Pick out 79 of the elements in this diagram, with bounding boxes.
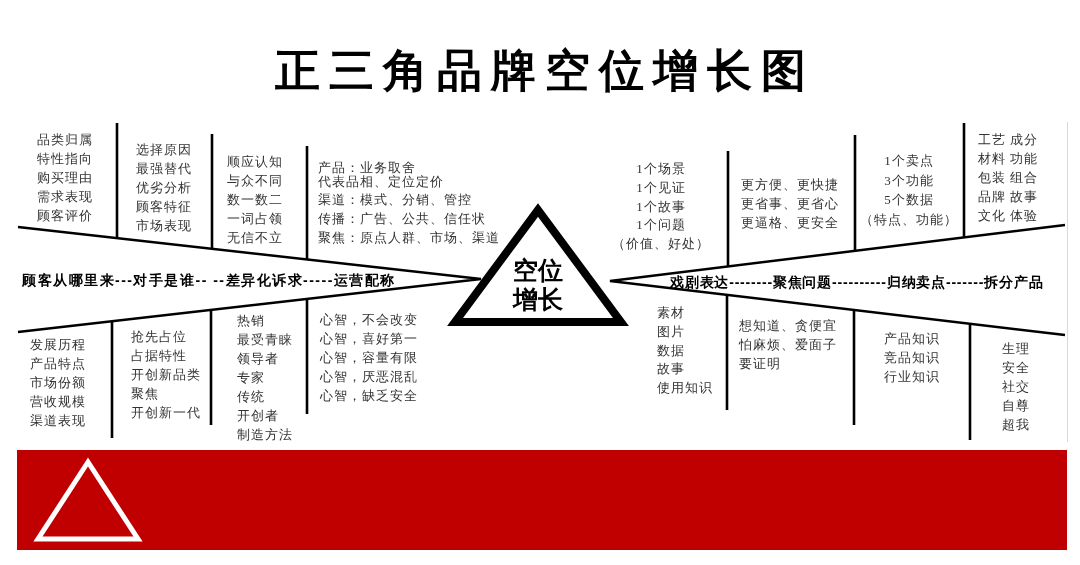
- list-item: 市场份额: [30, 375, 86, 391]
- list-item: 开创新品类: [131, 367, 201, 383]
- list-item: 超我: [1002, 417, 1030, 433]
- list-item: 社交: [1002, 379, 1030, 395]
- list-item: 更方便、更快捷: [741, 177, 839, 193]
- list-item: 渠道表现: [30, 413, 86, 429]
- list-item: 怕麻烦、爱面子: [739, 337, 837, 353]
- list-item: 文化 体验: [978, 208, 1039, 224]
- spine-label: 顾客从哪里来---对手是谁-- --差异化诉求-----运营配称: [22, 271, 396, 289]
- list-item: 最强替代: [136, 161, 192, 177]
- list-item: 品牌 故事: [978, 189, 1039, 205]
- list-item: 聚焦: [131, 386, 159, 402]
- spine-label: 戏剧表达--------聚焦问题----------归纳卖点-------拆分产品: [670, 273, 1044, 291]
- list-item: 心智，容量有限: [320, 350, 418, 366]
- list-item: 自尊: [1002, 398, 1030, 414]
- list-item: 1个问题: [636, 217, 686, 233]
- list-item: 5个数据: [884, 192, 934, 208]
- list-item: 使用知识: [657, 380, 713, 396]
- list-item: 要证明: [739, 356, 781, 372]
- list-item: 故事: [657, 361, 685, 377]
- list-item: 1个场景: [636, 161, 686, 177]
- list-item: 1个卖点: [884, 153, 934, 169]
- list-item: 更逼格、更安全: [741, 215, 839, 231]
- list-item: 传统: [237, 389, 265, 405]
- list-item: 产品：业务取舍: [318, 160, 416, 175]
- list-item: 竞品知识: [884, 350, 940, 366]
- list-item: 品类归属: [37, 132, 93, 148]
- list-item: 与众不同: [227, 173, 283, 189]
- list-item: 特性指向: [37, 151, 93, 167]
- list-item: 心智，厌恶混乱: [320, 369, 418, 385]
- list-item: 开创者: [237, 408, 279, 424]
- list-item: 顾客评价: [37, 208, 93, 224]
- list-item: 选择原因: [136, 142, 192, 158]
- list-item: 营收规模: [30, 394, 86, 410]
- list-item: 发展历程: [30, 337, 86, 353]
- list-item: 抢先占位: [131, 329, 187, 345]
- list-item: 安全: [1002, 360, 1030, 376]
- list-item: 工艺 成分: [978, 132, 1039, 148]
- list-item: 顺应认知: [227, 154, 283, 170]
- list-item: 1个故事: [636, 199, 686, 215]
- list-item: 更省事、更省心: [741, 196, 839, 212]
- list-item: （特点、功能）: [860, 212, 958, 228]
- list-item: 市场表现: [136, 218, 192, 234]
- list-item: 产品知识: [884, 331, 940, 347]
- list-item: 开创新一代: [131, 405, 201, 421]
- list-item: 材料 功能: [978, 151, 1039, 167]
- list-item: 一词占领: [227, 211, 283, 227]
- list-item: 制造方法: [237, 427, 293, 443]
- list-item: 需求表现: [37, 189, 93, 205]
- node-label: 空位增长: [513, 256, 563, 314]
- list-item: 3个功能: [884, 173, 934, 189]
- list-item: 产品特点: [30, 356, 86, 372]
- list-item: 生理: [1002, 341, 1030, 357]
- list-item: 渠道：模式、分销、管控: [318, 192, 472, 208]
- list-item: 心智，不会改变: [320, 312, 418, 328]
- list-item: 专家: [237, 370, 265, 386]
- list-item: 无信不立: [227, 230, 283, 246]
- list-item: （价值、好处）: [612, 236, 710, 252]
- list-item: 素材: [657, 305, 685, 321]
- title: 正三角品牌空位增长图: [273, 44, 815, 98]
- list-item: 包装 组合: [978, 170, 1039, 186]
- list-item: 行业知识: [884, 369, 940, 385]
- list-item: 最受青睐: [237, 332, 293, 348]
- list-item: 顾客特征: [136, 199, 192, 215]
- list-item: 数据: [657, 343, 685, 359]
- list-item: 数一数二: [227, 192, 283, 208]
- list-item: 热销: [237, 313, 265, 329]
- list-item: 优劣分析: [136, 180, 192, 196]
- list-item: 传播：广告、公共、信任状: [318, 211, 486, 227]
- list-item: 心智，喜好第一: [320, 331, 418, 347]
- list-item: 想知道、贪便宜: [739, 318, 837, 334]
- list-item: 心智，缺乏安全: [320, 388, 418, 404]
- list-item: 聚焦：原点人群、市场、渠道: [318, 230, 500, 246]
- list-item: 占据特性: [131, 348, 187, 364]
- list-item: 1个见证: [636, 180, 686, 196]
- list-item: 代表品相、定位定价: [318, 174, 444, 190]
- list-item: 购买理由: [37, 170, 93, 186]
- list-item: 图片: [657, 324, 685, 340]
- list-item: 领导者: [237, 351, 279, 367]
